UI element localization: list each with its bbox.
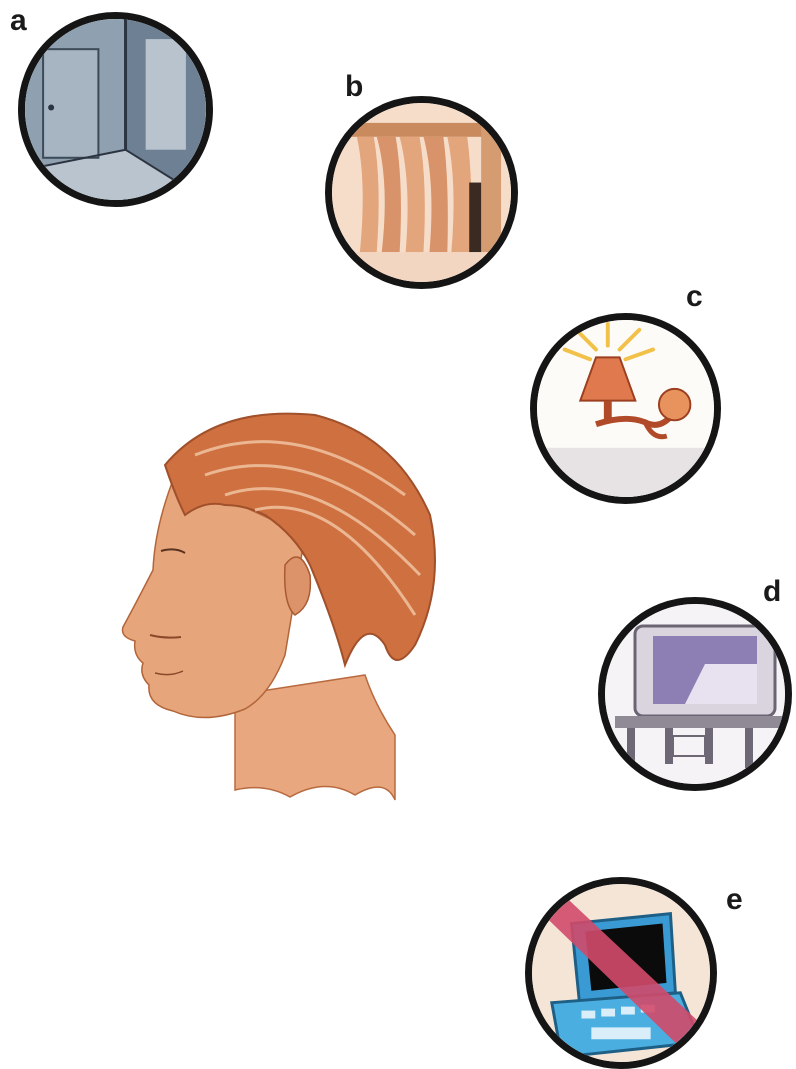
label-d: d [763, 577, 781, 607]
curtains-illustration [325, 96, 518, 289]
wall-lamp-icon [537, 320, 714, 497]
room-corner-icon [25, 19, 206, 200]
laptop-prohibited-illustration [525, 877, 717, 1069]
wall-lamp-illustration [530, 313, 721, 504]
head-profile-icon [95, 405, 455, 815]
television-illustration [598, 597, 792, 791]
label-a: a [10, 6, 27, 36]
head-profile-illustration [95, 405, 455, 815]
television-icon [605, 604, 785, 784]
label-b: b [345, 72, 363, 102]
room-corner-illustration [18, 12, 213, 207]
label-c: c [686, 282, 703, 312]
curtains-icon [332, 103, 511, 282]
label-e: e [726, 885, 743, 915]
laptop-crossed-icon [532, 884, 710, 1062]
